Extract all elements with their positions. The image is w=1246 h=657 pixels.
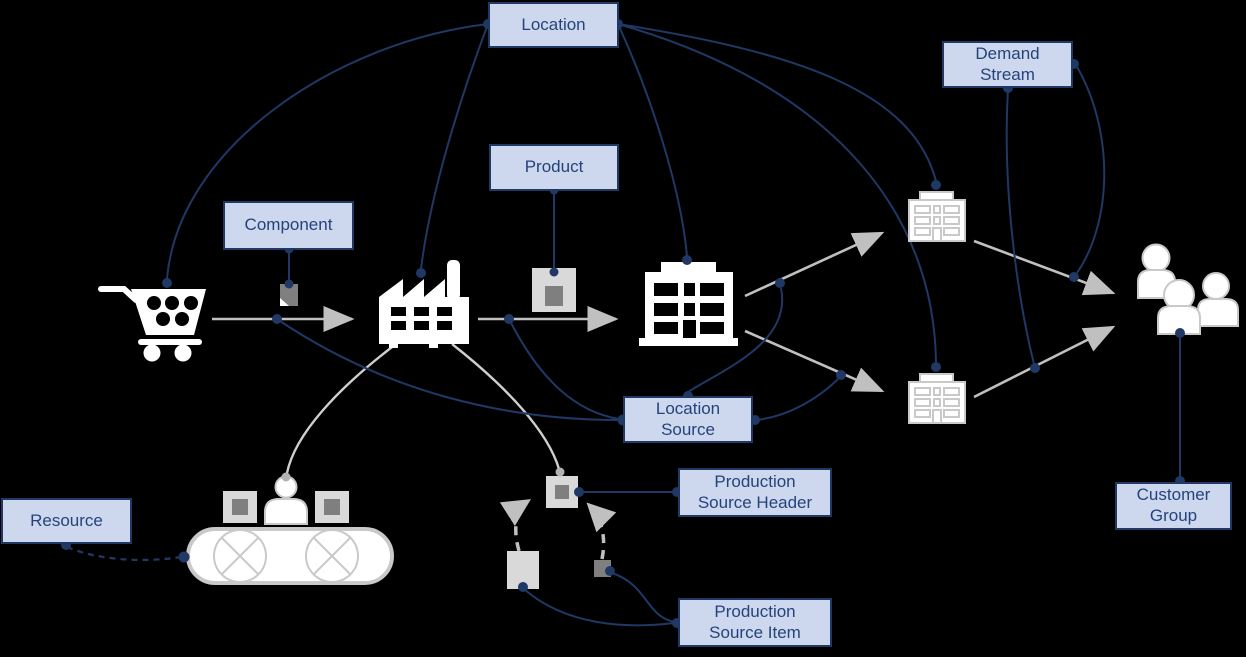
- label-location: Location: [488, 2, 619, 48]
- operator-person-icon: [264, 475, 308, 525]
- link-location-source-lower-lane: [756, 378, 839, 421]
- label-location-source: Location Source: [623, 396, 753, 443]
- link-location-dc: [617, 23, 688, 257]
- label-location-text: Location: [521, 14, 586, 34]
- material-box-left-icon: [223, 491, 257, 523]
- link-factory-production-header: [451, 343, 561, 470]
- label-demand-stream-text: Demand Stream: [975, 43, 1040, 84]
- customer-group-icon: [1137, 243, 1239, 335]
- shopping-cart-icon: [98, 286, 206, 362]
- link-location-lower-dc: [617, 23, 937, 363]
- link-demand-stream-upper-lane: [1075, 64, 1106, 274]
- label-production-source-item: Production Source Item: [678, 598, 832, 647]
- label-location-source-text: Location Source: [655, 398, 721, 439]
- label-resource-text: Resource: [30, 510, 103, 530]
- material-box-right-icon: [315, 491, 349, 523]
- link-location-upper-dc: [617, 23, 937, 182]
- link-item-rect-psi-label: [523, 588, 675, 627]
- label-component: Component: [223, 201, 354, 250]
- link-location-cart: [166, 23, 489, 280]
- distribution-center-icon: [639, 262, 738, 346]
- label-demand-stream: Demand Stream: [942, 41, 1073, 88]
- label-production-source-item-text: Production Source Item: [709, 601, 801, 642]
- link-resource-conveyor: [66, 545, 182, 562]
- link-lane2-location-source: [508, 318, 620, 420]
- factory-icon: [379, 260, 469, 348]
- label-production-source-header: Production Source Header: [678, 468, 832, 517]
- label-production-source-header-text: Production Source Header: [697, 471, 813, 512]
- link-location-source-upper-lane: [687, 287, 784, 393]
- flow-dc-to-upper-dc: [744, 231, 885, 298]
- label-product-text: Product: [524, 157, 584, 177]
- label-product: Product: [489, 144, 619, 191]
- process-links: [285, 343, 561, 474]
- link-factory-operator: [285, 343, 397, 474]
- dc-building-lower-icon: [908, 373, 966, 424]
- label-component-text: Component: [244, 215, 333, 235]
- label-resource: Resource: [1, 498, 132, 544]
- link-demand-stream-lower-lane: [1005, 88, 1035, 365]
- flow-upper-dc-to-customers: [973, 239, 1116, 296]
- link-item-square-psi-label: [611, 572, 676, 623]
- flow-arrows: [212, 231, 1116, 399]
- label-customer-group: Customer Group: [1115, 482, 1232, 530]
- flow-dc-to-lower-dc: [744, 329, 885, 393]
- link-location-factory: [420, 23, 489, 270]
- dc-building-upper-icon: [908, 191, 966, 242]
- conveyor-belt-icon: [186, 527, 394, 585]
- bom-item-square-to-header-arrow: [586, 502, 617, 560]
- production-header-box-icon: [546, 476, 578, 508]
- label-customer-group-text: Customer Group: [1136, 485, 1211, 525]
- component-tag-icon: [280, 284, 298, 306]
- flow-lower-dc-to-customers: [973, 325, 1116, 399]
- bom-item-rect-to-header-arrow: [499, 499, 531, 552]
- entity-links: [66, 23, 1181, 627]
- bom-dashed-arrows: [499, 499, 617, 560]
- link-lane1-location-source: [276, 318, 620, 421]
